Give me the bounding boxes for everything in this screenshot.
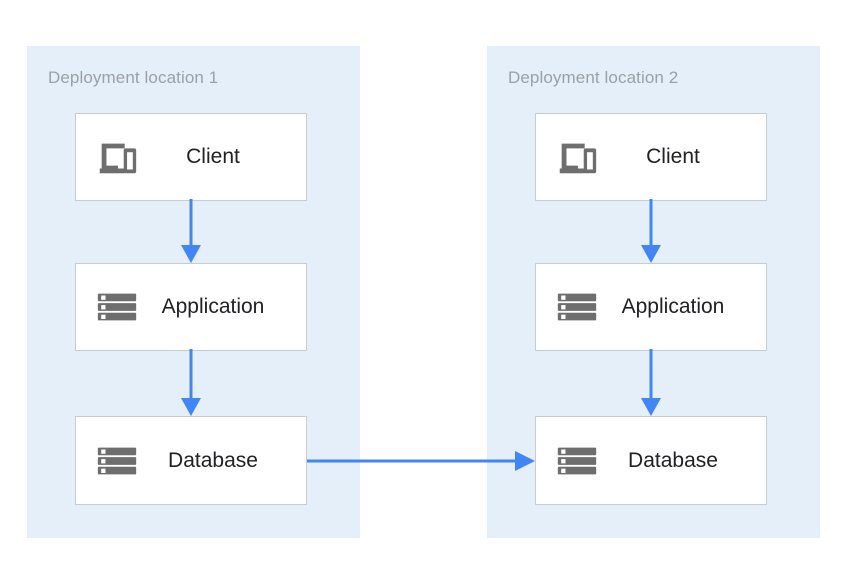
devices-icon (554, 134, 600, 180)
devices-icon (94, 134, 140, 180)
node-application-2[interactable]: Application (535, 263, 767, 351)
connector-application1-database1 (181, 349, 201, 416)
connector-database1-database2 (307, 451, 535, 471)
arrowhead-icon (515, 451, 535, 471)
node-database-2[interactable]: Database (535, 416, 767, 505)
deployment-zone-1-label: Deployment location 1 (48, 68, 219, 87)
node-database-1-label: Database (168, 448, 258, 472)
node-client-1-label: Client (186, 145, 240, 168)
node-database-1[interactable]: Database (75, 416, 307, 505)
node-client-2-label: Client (646, 145, 700, 168)
arrowhead-icon (181, 245, 201, 263)
deployment-zone-2-label: Deployment location 2 (508, 68, 679, 87)
arrowhead-icon (641, 245, 661, 263)
node-client-1[interactable]: Client (75, 113, 307, 201)
server-icon (554, 284, 600, 330)
node-database-2-label: Database (628, 448, 718, 472)
connector-application2-database2 (641, 349, 661, 416)
node-application-1[interactable]: Application (75, 263, 307, 351)
arrowhead-icon (641, 398, 661, 416)
node-application-2-label: Application (621, 295, 725, 318)
node-client-2[interactable]: Client (535, 113, 767, 201)
connector-client1-application1 (181, 199, 201, 263)
server-icon (94, 284, 140, 330)
server-icon (554, 438, 600, 484)
arrowhead-icon (181, 398, 201, 416)
connector-client2-application2 (641, 199, 661, 263)
server-icon (94, 438, 140, 484)
node-application-1-label: Application (161, 295, 265, 318)
